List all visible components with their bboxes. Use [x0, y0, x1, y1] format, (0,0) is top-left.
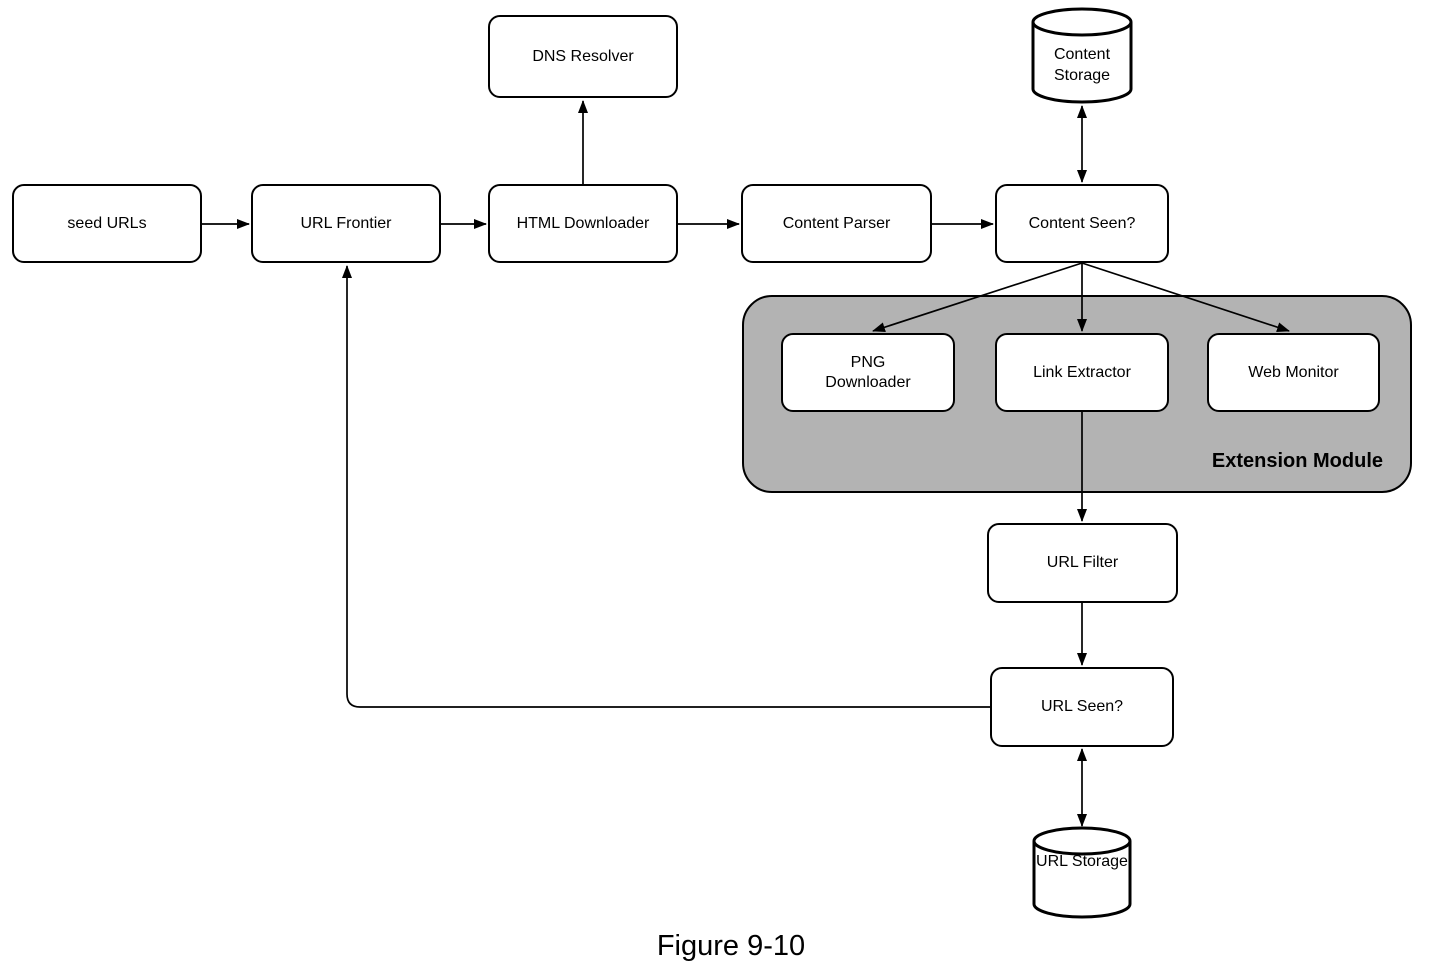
node-seed-urls-label: seed URLs [67, 214, 147, 232]
node-url-frontier: URL Frontier [251, 184, 441, 263]
node-content-seen-label: Content Seen? [1028, 214, 1136, 232]
node-url-filter: URL Filter [987, 523, 1178, 603]
node-web-monitor: Web Monitor [1207, 333, 1380, 412]
figure-caption: Figure 9-10 [656, 930, 806, 962]
node-content-parser-label: Content Parser [782, 214, 891, 232]
node-url-frontier-label: URL Frontier [300, 214, 392, 232]
node-url-filter-label: URL Filter [1046, 554, 1119, 571]
node-link-extractor: Link Extractor [995, 333, 1169, 412]
node-dns-resolver: DNS Resolver [488, 15, 678, 98]
node-html-downloader-label: HTML Downloader [516, 214, 650, 232]
node-link-extractor-label: Link Extractor [1033, 363, 1131, 381]
node-url-seen-label: URL Seen? [1040, 698, 1124, 715]
node-png-downloader-label: PNG Downloader [825, 353, 911, 391]
node-url-storage [1032, 826, 1132, 919]
node-url-seen: URL Seen? [990, 667, 1174, 747]
node-html-downloader: HTML Downloader [488, 184, 678, 263]
node-seed-urls: seed URLs [12, 184, 202, 263]
extension-module-label: Extension Module [1211, 450, 1383, 472]
node-png-downloader: PNG Downloader [781, 333, 955, 412]
node-content-seen: Content Seen? [995, 184, 1169, 263]
node-content-parser: Content Parser [741, 184, 932, 263]
node-url-storage-label: URL Storage [1036, 853, 1128, 870]
node-web-monitor-label: Web Monitor [1248, 363, 1339, 381]
node-content-storage-label: Content Storage [1053, 46, 1111, 84]
node-dns-resolver-label: DNS Resolver [532, 47, 634, 65]
